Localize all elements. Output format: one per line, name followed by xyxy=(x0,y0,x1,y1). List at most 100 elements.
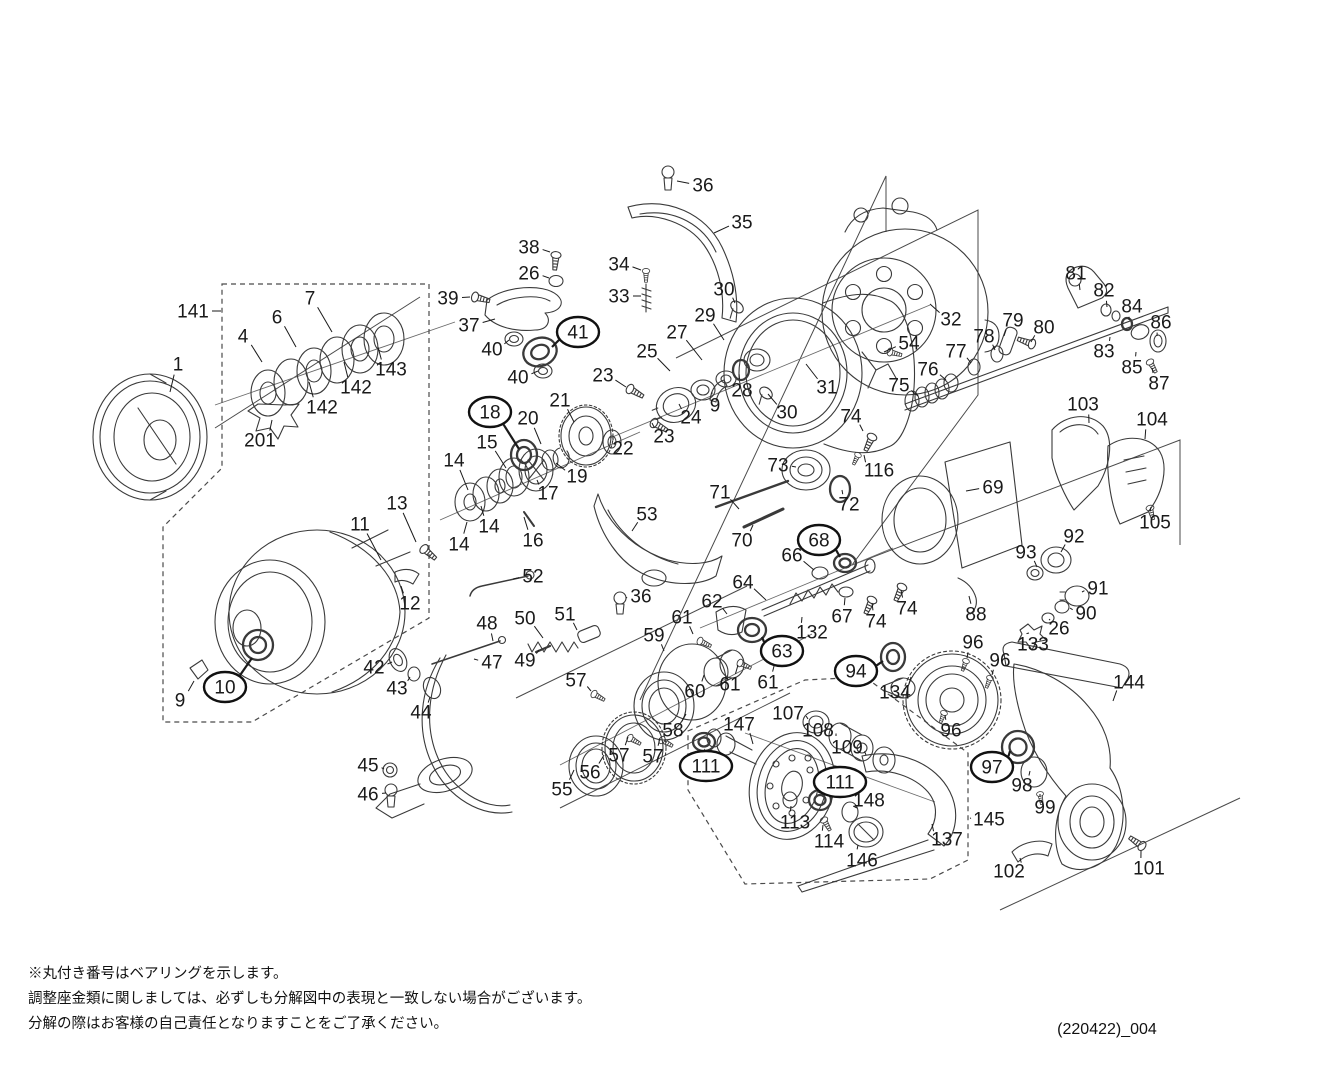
svg-text:70: 70 xyxy=(731,531,752,552)
part-label-31: 31 xyxy=(805,363,838,399)
part-label-62: 62 xyxy=(701,592,728,615)
part-label-147: 147 xyxy=(723,715,755,745)
svg-text:27: 27 xyxy=(666,323,687,344)
svg-text:72: 72 xyxy=(838,495,859,516)
svg-text:22: 22 xyxy=(612,439,633,460)
part-reel-foot-body xyxy=(1002,641,1130,871)
part-label-40: 40 xyxy=(481,340,510,361)
part-label-57: 57 xyxy=(642,737,664,768)
part-label-17: 17 xyxy=(536,479,559,505)
bearing-circle xyxy=(678,749,734,783)
svg-text:21: 21 xyxy=(549,391,570,412)
svg-text:13: 13 xyxy=(386,494,407,515)
svg-text:54: 54 xyxy=(898,334,920,355)
part-drag-washer-stack xyxy=(247,312,405,440)
svg-text:39: 39 xyxy=(437,289,458,310)
part-label-40: 40 xyxy=(507,368,539,389)
part-label-116: 116 xyxy=(863,454,894,482)
part-label-26: 26 xyxy=(1048,619,1069,640)
part-drive-gear-bearing xyxy=(879,641,907,673)
part-label-146: 146 xyxy=(846,844,878,872)
part-label-64: 64 xyxy=(732,573,767,601)
part-label-96: 96 xyxy=(989,651,1011,676)
svg-text:80: 80 xyxy=(1033,318,1054,339)
part-label-10: 10 xyxy=(202,657,253,704)
part-label-30: 30 xyxy=(767,393,798,424)
svg-text:14: 14 xyxy=(448,535,470,556)
part-label-79: 79 xyxy=(1002,311,1024,337)
part-label-41: 41 xyxy=(551,315,601,349)
part-label-20: 20 xyxy=(517,409,542,445)
part-label-13: 13 xyxy=(386,494,417,543)
part-worm-bearing-68 xyxy=(832,552,858,574)
part-handle-group xyxy=(706,710,957,893)
part-bail-arm-lever xyxy=(484,274,564,379)
part-label-18: 18 xyxy=(467,395,520,450)
svg-text:17: 17 xyxy=(537,484,558,505)
part-label-78: 78 xyxy=(973,327,996,351)
svg-text:57: 57 xyxy=(642,747,663,768)
svg-text:26: 26 xyxy=(518,264,539,285)
part-gear-train xyxy=(454,404,622,527)
svg-text:16: 16 xyxy=(522,531,543,552)
part-label-97: 97 xyxy=(969,750,1015,784)
part-label-58: 58 xyxy=(662,713,687,742)
svg-text:9: 9 xyxy=(710,396,721,417)
svg-text:134: 134 xyxy=(879,683,911,704)
part-label-16: 16 xyxy=(522,516,544,552)
svg-text:4: 4 xyxy=(238,327,249,348)
part-roller-clutch-group xyxy=(1017,546,1090,651)
part-label-137: 137 xyxy=(931,823,963,851)
part-label-25: 25 xyxy=(636,342,671,372)
part-label-87: 87 xyxy=(1148,367,1170,395)
part-label-103: 103 xyxy=(1067,395,1099,424)
svg-text:61: 61 xyxy=(719,675,740,696)
part-label-134: 134 xyxy=(879,676,912,704)
part-label-50: 50 xyxy=(514,609,544,639)
part-label-70: 70 xyxy=(731,524,754,552)
svg-text:132: 132 xyxy=(796,623,828,644)
part-label-23: 23 xyxy=(651,422,675,448)
part-label-15: 15 xyxy=(476,433,507,469)
part-label-93: 93 xyxy=(1015,543,1038,568)
part-label-67: 67 xyxy=(831,597,853,628)
svg-text:34: 34 xyxy=(608,255,630,276)
part-label-26: 26 xyxy=(518,264,550,285)
svg-text:96: 96 xyxy=(989,651,1010,672)
part-label-46: 46 xyxy=(357,785,387,806)
svg-text:45: 45 xyxy=(357,756,378,777)
part-label-84: 84 xyxy=(1121,297,1143,321)
part-label-96: 96 xyxy=(940,714,962,742)
svg-text:74: 74 xyxy=(865,612,887,633)
svg-text:1: 1 xyxy=(173,355,184,376)
part-label-69: 69 xyxy=(965,478,1004,499)
svg-text:55: 55 xyxy=(551,780,572,801)
part-label-74: 74 xyxy=(865,602,887,633)
part-label-53: 53 xyxy=(631,505,658,532)
svg-text:73: 73 xyxy=(767,456,788,477)
part-label-92: 92 xyxy=(1060,527,1085,553)
svg-text:38: 38 xyxy=(518,238,539,259)
part-oscillation-group xyxy=(714,449,852,529)
part-label-145: 145 xyxy=(969,810,1005,831)
part-label-90: 90 xyxy=(1069,604,1097,625)
svg-text:142: 142 xyxy=(306,398,338,419)
svg-text:101: 101 xyxy=(1133,859,1165,880)
svg-text:116: 116 xyxy=(864,461,894,482)
part-label-57: 57 xyxy=(608,736,630,767)
part-label-14: 14 xyxy=(478,505,500,538)
part-label-57: 57 xyxy=(565,671,592,692)
svg-text:43: 43 xyxy=(386,679,407,700)
part-label-201: 201 xyxy=(244,419,276,452)
svg-text:94: 94 xyxy=(845,662,867,683)
part-click-spring xyxy=(189,659,209,680)
part-label-102: 102 xyxy=(993,857,1025,883)
svg-text:137: 137 xyxy=(931,830,963,851)
part-label-1: 1 xyxy=(169,355,184,393)
part-label-33: 33 xyxy=(608,287,641,308)
svg-text:74: 74 xyxy=(840,407,862,428)
svg-text:66: 66 xyxy=(781,546,802,567)
part-label-14: 14 xyxy=(448,521,470,556)
